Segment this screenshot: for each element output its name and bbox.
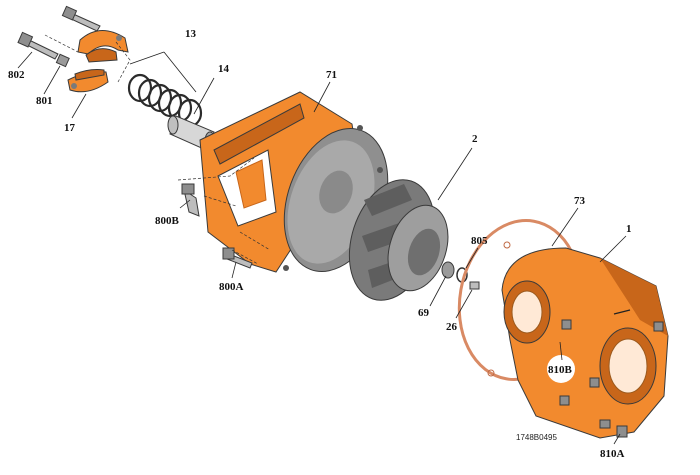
dashed-assembly-lines	[44, 34, 271, 265]
callout-805: 805	[471, 235, 488, 247]
callout-26: 26	[446, 321, 458, 333]
leader-lines	[17, 51, 627, 445]
packing-rings-13	[127, 73, 203, 128]
callout-2: 2	[472, 133, 478, 145]
callout-13: 13	[185, 28, 197, 40]
bolt-800A	[222, 247, 253, 269]
callout-810A: 810A	[600, 448, 625, 460]
callout-810B: 810B	[548, 364, 573, 376]
bolt-800B	[181, 183, 200, 217]
callout-800B: 800B	[155, 215, 180, 227]
callout-801: 801	[36, 95, 53, 107]
impeller-nut-69	[441, 261, 455, 279]
callout-802: 802	[8, 69, 25, 81]
callout-73: 73	[574, 195, 586, 207]
callout-71: 71	[326, 69, 337, 81]
impeller-2	[348, 179, 449, 301]
gland-halves-17	[67, 30, 129, 93]
callout-1: 1	[626, 223, 632, 235]
bolt-802	[17, 5, 101, 60]
plug-810A	[616, 425, 628, 438]
part-26	[469, 281, 480, 290]
casing-1	[501, 247, 669, 439]
callout-800A: 800A	[219, 281, 244, 293]
callout-69: 69	[418, 307, 430, 319]
drawing-reference: 1748B0495	[516, 433, 557, 442]
callout-17: 17	[64, 122, 76, 134]
nut-801	[55, 53, 70, 68]
callout-14: 14	[218, 63, 230, 75]
